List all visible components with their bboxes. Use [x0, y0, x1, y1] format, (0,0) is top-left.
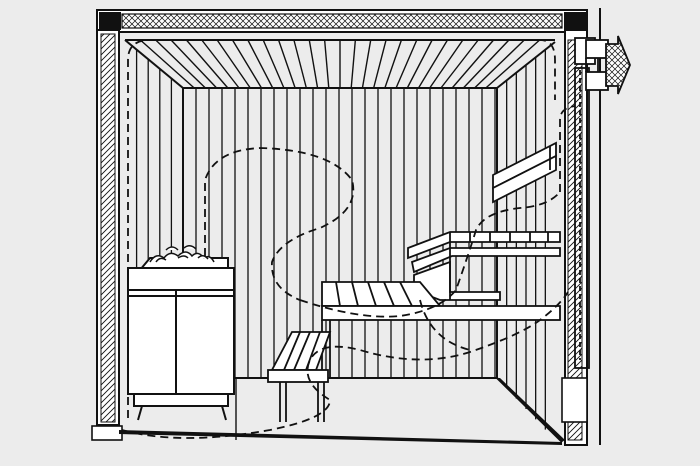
ceiling-slat — [262, 39, 285, 89]
ceiling-slat — [451, 39, 495, 89]
ceiling-slat — [485, 39, 541, 89]
left-wall — [91, 29, 123, 441]
ceiling-slat — [323, 39, 330, 89]
upper-bench — [407, 231, 561, 301]
back-wall-slats — [195, 88, 496, 378]
ceiling-slat — [462, 39, 510, 89]
airflow-path — [121, 39, 576, 439]
ceiling-slat — [474, 39, 525, 89]
ceiling-slat — [429, 39, 464, 89]
stove — [127, 257, 235, 421]
ceiling-slat — [440, 39, 479, 89]
ceiling-slat — [293, 39, 308, 89]
ceiling-slat — [372, 39, 387, 89]
ceiling-slat — [231, 39, 263, 89]
floor — [119, 378, 565, 445]
ceiling-slat — [417, 39, 449, 89]
ceiling-slat — [247, 39, 274, 89]
ceiling-slat — [395, 39, 418, 89]
ceiling-slat — [384, 39, 403, 89]
ceiling-slats — [139, 39, 541, 89]
ceiling-slat — [277, 39, 296, 89]
ceiling-insulation — [96, 9, 588, 33]
ceiling-slat — [406, 39, 433, 89]
ceiling-slat — [170, 39, 218, 89]
ceiling-slat — [216, 39, 251, 89]
ceiling-slat — [185, 39, 229, 89]
ceiling-slat — [155, 39, 206, 89]
vent-arrow-icon — [605, 35, 631, 95]
ceiling-slat — [308, 39, 319, 89]
vent-pipe — [574, 37, 609, 369]
ceiling-slat — [350, 39, 357, 89]
ceiling-slat — [201, 39, 240, 89]
backrest — [492, 141, 557, 204]
ceiling-slat — [361, 39, 372, 89]
stove-stones — [149, 245, 215, 263]
ceiling-slat — [139, 39, 195, 89]
